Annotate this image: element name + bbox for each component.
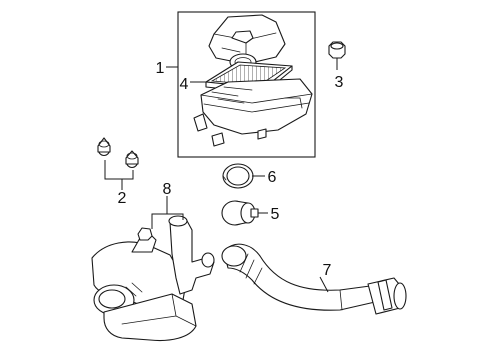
clamp-ring	[222, 163, 254, 189]
air-cleaner-tray	[193, 78, 313, 147]
callout-8: 8	[163, 181, 172, 198]
callout-3: 3	[335, 74, 344, 91]
assembly-frame	[177, 11, 316, 158]
callout-7: 7	[323, 262, 332, 279]
air-cleaner-cover	[208, 14, 286, 71]
bushing-right	[125, 150, 139, 169]
intake-resonator	[103, 293, 197, 342]
outlet-hose	[221, 243, 407, 315]
intake-duct-left	[91, 227, 187, 316]
intake-duct-right	[168, 215, 215, 295]
callout-1: 1	[156, 60, 165, 77]
bushing-left	[97, 137, 111, 157]
airflow-sensor	[221, 200, 259, 226]
callout-6: 6	[268, 169, 277, 186]
grommet	[328, 41, 346, 59]
callout-4: 4	[180, 76, 189, 93]
callout-5: 5	[271, 206, 280, 223]
callout-2: 2	[118, 190, 127, 207]
leader-lines	[104, 58, 338, 293]
